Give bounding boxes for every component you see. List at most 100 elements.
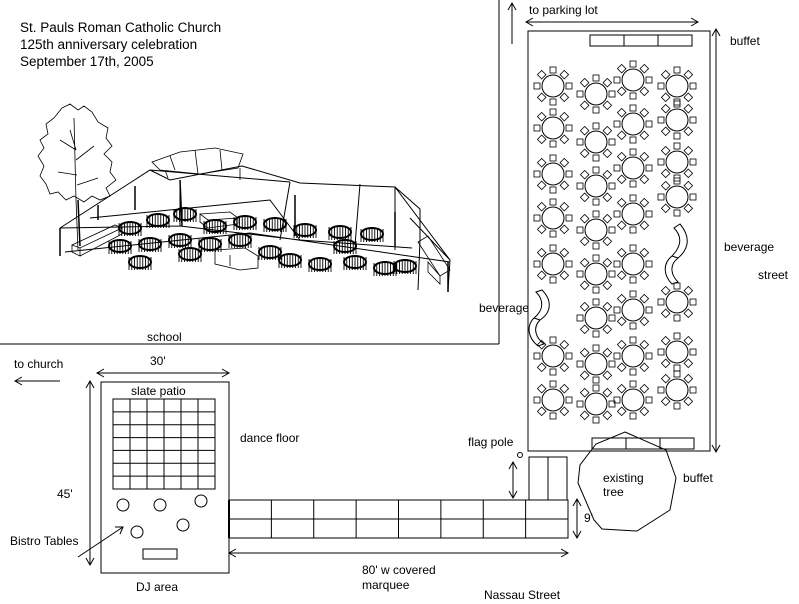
chair-icon	[616, 63, 627, 74]
chair-icon	[608, 90, 616, 98]
chair-icon	[549, 412, 557, 420]
chair-icon	[673, 177, 681, 185]
chair-icon	[660, 180, 671, 191]
round-table	[657, 332, 697, 372]
height-45-label: 45'	[57, 487, 73, 501]
chair-icon	[613, 210, 621, 218]
chair-icon	[533, 396, 541, 404]
chair-icon	[602, 257, 613, 268]
chair-icon	[660, 396, 671, 407]
chair-icon	[616, 107, 627, 118]
round-table	[576, 210, 616, 250]
round-table	[533, 380, 573, 420]
chair-icon	[613, 260, 621, 268]
chair-icon	[559, 224, 570, 235]
perspective-table	[258, 245, 282, 260]
chair-icon	[616, 174, 627, 185]
chair-icon	[645, 76, 653, 84]
chair-icon	[565, 82, 573, 90]
chair-icon	[592, 166, 600, 174]
round-table	[576, 166, 616, 206]
chair-icon	[592, 416, 600, 424]
round-table	[613, 104, 653, 144]
chair-icon	[629, 336, 637, 344]
chair-icon	[683, 203, 694, 214]
patio-outline	[100, 381, 230, 574]
chair-icon	[549, 230, 557, 238]
round-table	[576, 122, 616, 162]
chair-icon	[579, 148, 590, 159]
to-parking-lot-label: to parking lot	[529, 3, 598, 17]
chair-icon	[559, 406, 570, 417]
chair-icon	[579, 125, 590, 136]
chair-icon	[565, 124, 573, 132]
chair-icon	[549, 276, 557, 284]
perspective-table	[146, 213, 170, 228]
chair-icon	[549, 186, 557, 194]
chair-icon	[616, 86, 627, 97]
chair-icon	[660, 358, 671, 369]
chair-icon	[673, 209, 681, 217]
chair-icon	[689, 348, 697, 356]
title-line-1: St. Pauls Roman Catholic Church	[20, 20, 221, 35]
chair-icon	[683, 285, 694, 296]
covered-marquee	[228, 499, 569, 539]
chair-icon	[602, 148, 613, 159]
perspective-table	[328, 225, 352, 240]
bistro-table	[176, 518, 190, 532]
chair-icon	[549, 380, 557, 388]
chair-icon	[616, 293, 627, 304]
perspective-table	[373, 261, 397, 276]
chair-icon	[608, 400, 616, 408]
chair-icon	[645, 306, 653, 314]
perspective-table	[293, 223, 317, 238]
chair-icon	[660, 373, 671, 384]
round-table	[657, 66, 697, 106]
round-table	[657, 142, 697, 182]
chair-icon	[629, 276, 637, 284]
chair-icon	[549, 140, 557, 148]
perspective-table	[203, 219, 227, 234]
chair-icon	[629, 412, 637, 420]
perspective-table	[333, 239, 357, 254]
chair-icon	[602, 125, 613, 136]
bistro-tables	[116, 494, 208, 539]
chair-icon	[639, 63, 650, 74]
chair-icon	[549, 98, 557, 106]
chair-icon	[616, 197, 627, 208]
chair-icon	[549, 66, 557, 74]
chair-icon	[536, 69, 547, 80]
perspective-table	[178, 247, 202, 262]
round-table	[576, 298, 616, 338]
chair-icon	[592, 74, 600, 82]
chair-icon	[565, 352, 573, 360]
bistro-table	[116, 498, 130, 512]
chair-icon	[657, 158, 665, 166]
round-table	[657, 282, 697, 322]
chair-icon	[657, 348, 665, 356]
chair-icon	[639, 383, 650, 394]
width-30-label: 30'	[150, 354, 166, 368]
chair-icon	[683, 373, 694, 384]
chair-icon	[616, 362, 627, 373]
chair-icon	[559, 247, 570, 258]
tree-trunk	[77, 199, 81, 247]
chair-icon	[660, 168, 671, 179]
round-table	[657, 370, 697, 410]
round-table	[657, 177, 697, 217]
chair-icon	[689, 298, 697, 306]
chair-icon	[673, 98, 681, 106]
chair-icon	[608, 182, 616, 190]
chair-icon	[602, 347, 613, 358]
chair-icon	[657, 386, 665, 394]
chair-icon	[613, 164, 621, 172]
chair-icon	[673, 100, 681, 108]
chair-icon	[660, 145, 671, 156]
chair-icon	[683, 103, 694, 114]
perspective-sketch	[37, 103, 451, 292]
chair-icon	[602, 192, 613, 203]
chair-icon	[629, 244, 637, 252]
chair-icon	[683, 168, 694, 179]
chair-icon	[660, 92, 671, 103]
tent-outline	[527, 30, 711, 452]
